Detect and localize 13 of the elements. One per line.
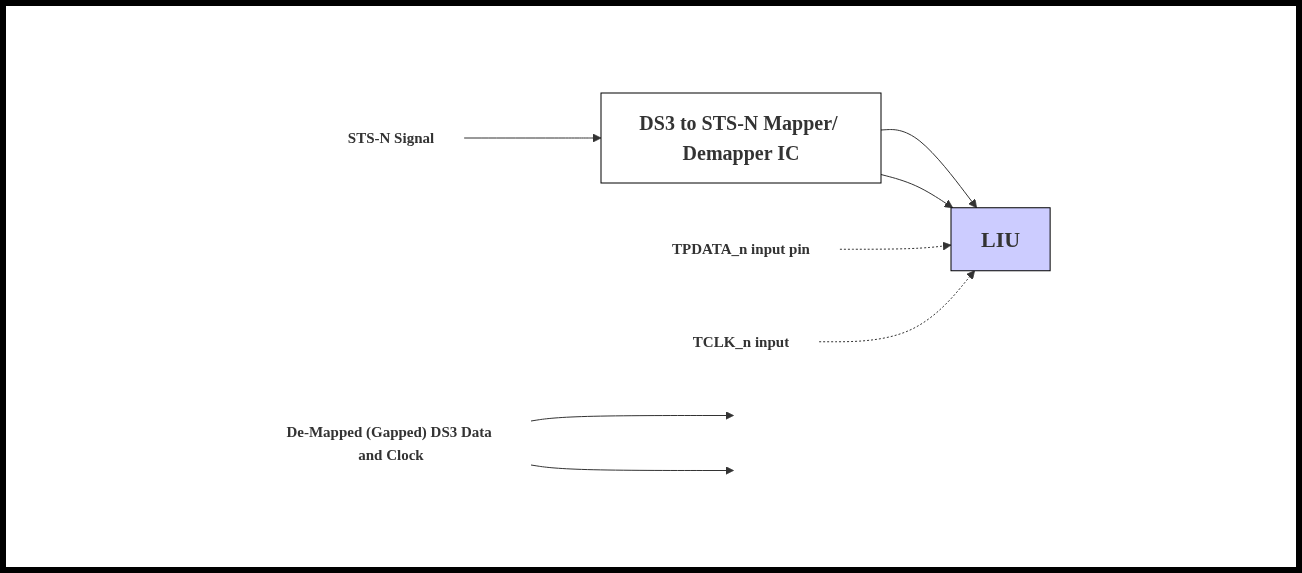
- arrow: [839, 241, 952, 251]
- arrow: [464, 133, 602, 143]
- arrow: [819, 270, 976, 342]
- arrow: [880, 173, 954, 208]
- leader-arrow: [530, 410, 735, 422]
- liu-block: LIU: [950, 207, 1052, 271]
- signal-label: TCLK_n input: [693, 333, 790, 350]
- signal-label: STS-N Signal: [348, 129, 435, 146]
- ic-block: DS3 to STS-N Mapper/ Demapper IC: [600, 92, 882, 184]
- signal-label: TPDATA_n input pin: [672, 240, 811, 257]
- signal-label: De-Mapped (Gapped) DS3 Data and Clock: [286, 423, 493, 462]
- arrow: [880, 128, 978, 208]
- leader-arrow: [530, 464, 735, 475]
